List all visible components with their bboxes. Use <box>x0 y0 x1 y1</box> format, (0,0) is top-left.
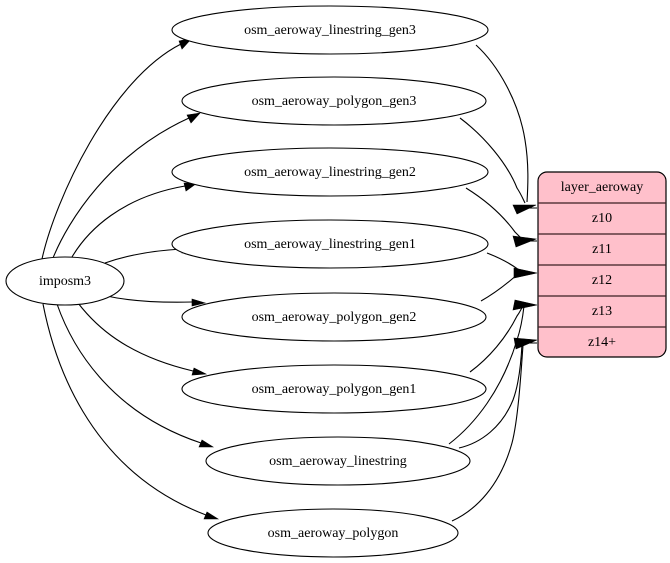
edge-imposm3-to-linestring-gen3 <box>41 43 182 260</box>
arrowhead-z12 <box>513 267 538 279</box>
layer-row-z14-label: z14+ <box>588 335 616 350</box>
edge-imposm3-to-polygon-gen1 <box>77 302 194 372</box>
edge-linestring-gen1-to-z12 <box>486 252 520 271</box>
table-label: osm_aeroway_linestring <box>269 454 407 469</box>
arrowhead-polygon-gen1 <box>191 367 208 376</box>
table-label: osm_aeroway_linestring_gen3 <box>244 23 416 38</box>
node-osm_aeroway_linestring_gen3[interactable]: osm_aeroway_linestring_gen3 <box>171 5 489 55</box>
table-ellipse[interactable] <box>171 5 489 55</box>
table-label: osm_aeroway_linestring_gen2 <box>244 165 416 180</box>
node-imposm3[interactable]: imposm3 <box>5 256 125 306</box>
edge-linestring-to-z14 <box>458 343 523 449</box>
imposm3-label: imposm3 <box>39 274 91 289</box>
layer-row-z11-label: z11 <box>592 242 612 257</box>
edge-linestring-gen3-to-z10 <box>475 44 529 203</box>
edge-imposm3-to-polygon <box>42 303 207 516</box>
node-layer_aeroway[interactable]: layer_aeroway z10 z11 z12 z13 z14+ <box>537 171 667 358</box>
edges-tables-to-layer <box>448 44 538 522</box>
edge-imposm3-to-linestring-gen2 <box>71 185 186 258</box>
table-ellipse[interactable] <box>171 219 489 269</box>
node-osm_aeroway_polygon[interactable]: osm_aeroway_polygon <box>207 508 459 558</box>
node-osm_aeroway_linestring_gen2[interactable]: osm_aeroway_linestring_gen2 <box>171 147 489 197</box>
node-osm_aeroway_polygon_gen2[interactable]: osm_aeroway_polygon_gen2 <box>181 292 487 342</box>
node-osm_aeroway_polygon_gen1[interactable]: osm_aeroway_polygon_gen1 <box>181 364 487 414</box>
edge-polygon-gen2-to-z12 <box>480 272 520 302</box>
node-osm_aeroway_linestring_gen1[interactable]: osm_aeroway_linestring_gen1 <box>171 219 489 269</box>
table-label: osm_aeroway_linestring_gen1 <box>244 237 416 252</box>
arrowhead-polygon-gen3 <box>186 112 201 124</box>
table-ellipse[interactable] <box>171 147 489 197</box>
edge-linestring-to-z13 <box>448 305 525 445</box>
layer-row-z12-label: z12 <box>592 273 612 288</box>
table-label: osm_aeroway_polygon <box>268 526 399 541</box>
layer-row-z13-label: z13 <box>592 304 612 319</box>
table-ellipse[interactable] <box>205 436 471 486</box>
table-label: osm_aeroway_polygon_gen1 <box>252 382 417 397</box>
edge-linestring-gen2-to-z11 <box>465 187 523 240</box>
table-ellipse[interactable] <box>181 76 487 126</box>
arrowhead-z10 <box>512 204 537 215</box>
edge-imposm3-to-polygon-gen2 <box>106 295 193 303</box>
edge-polygon-to-z14 <box>451 344 524 522</box>
arrowhead-polygon-gen2 <box>191 298 207 307</box>
arrowhead-z13 <box>512 299 538 311</box>
table-ellipse[interactable] <box>207 508 459 558</box>
edge-imposm3-to-linestring-gen1 <box>104 248 183 264</box>
layer-header-label: layer_aeroway <box>561 180 643 195</box>
edge-imposm3-to-linestring <box>56 303 202 444</box>
layer-row-z10-label: z10 <box>592 211 612 226</box>
arrowhead-polygon <box>203 511 220 520</box>
edge-imposm3-to-polygon-gen3 <box>52 117 190 259</box>
edge-polygon-gen3-to-z10 <box>459 117 526 204</box>
arrowhead-linestring <box>198 439 215 448</box>
table-ellipse[interactable] <box>181 364 487 414</box>
imposm3-ellipse[interactable] <box>5 256 125 306</box>
table-label: osm_aeroway_polygon_gen3 <box>252 94 417 109</box>
table-label: osm_aeroway_polygon_gen2 <box>252 310 417 325</box>
node-osm_aeroway_linestring[interactable]: osm_aeroway_linestring <box>205 436 471 486</box>
node-osm_aeroway_polygon_gen3[interactable]: osm_aeroway_polygon_gen3 <box>181 76 487 126</box>
edge-polygon-gen1-to-z13 <box>469 305 524 373</box>
table-ellipse[interactable] <box>181 292 487 342</box>
